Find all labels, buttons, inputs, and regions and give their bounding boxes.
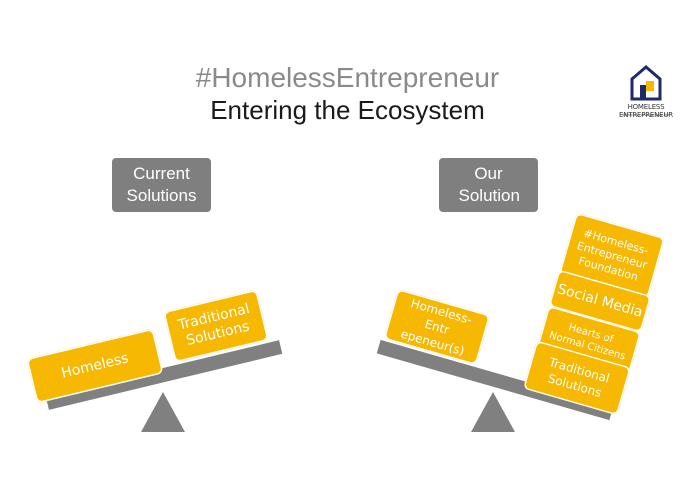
- our-solution-text: Our Solution: [458, 164, 520, 205]
- our-solution-label: Our Solution: [439, 158, 538, 212]
- logo: HOMELESS ENTREPRENEUR talent can change …: [606, 65, 686, 125]
- right-fulcrum-icon: [471, 392, 515, 432]
- house-logo-icon: [630, 65, 662, 101]
- logo-name: HOMELESS ENTREPRENEUR: [619, 103, 673, 119]
- left-fulcrum-icon: [141, 392, 185, 432]
- page-subtitle: Entering the Ecosystem: [210, 95, 485, 125]
- traditional-solutions-left-text: Traditional Solutions: [176, 300, 252, 350]
- homeless-text: Homeless: [59, 350, 131, 382]
- logo-tagline: talent can change your life: [622, 112, 670, 117]
- current-solutions-text: Current Solutions: [126, 164, 197, 205]
- current-solutions-label: Current Solutions: [112, 158, 211, 212]
- page-title: #HomelessEntrepreneur: [195, 62, 500, 93]
